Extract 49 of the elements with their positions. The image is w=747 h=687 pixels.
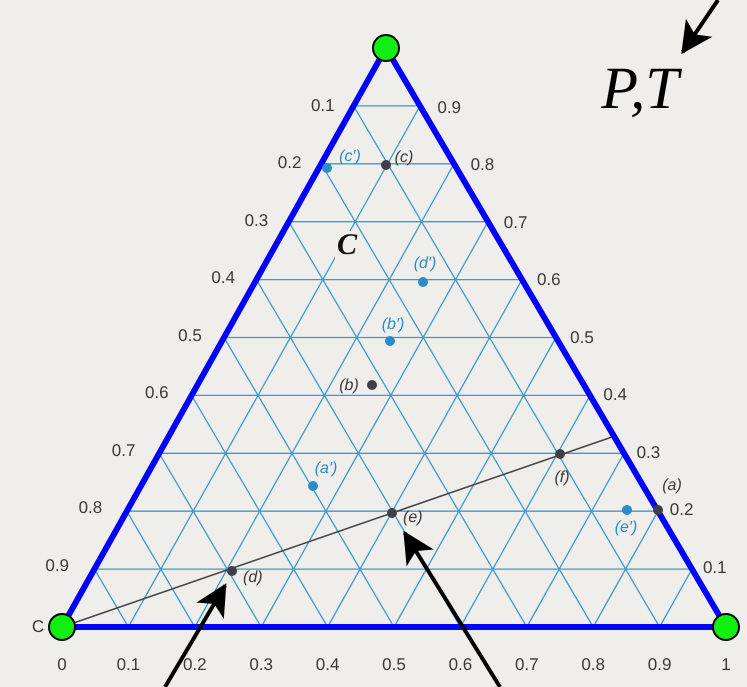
point-label: (c) — [394, 149, 414, 167]
scale-value: 0.4 — [211, 268, 235, 288]
vertex-circle — [48, 613, 76, 641]
point-label: (a) — [662, 477, 682, 495]
scale-value: 0.1 — [116, 655, 140, 675]
scale-value: 0.1 — [702, 558, 727, 578]
scale-value: 0.5 — [178, 326, 202, 346]
scale-value: 0.9 — [437, 98, 461, 118]
scale-value: 0.5 — [570, 328, 594, 348]
arrow — [163, 583, 227, 687]
scale-value: 0.4 — [316, 655, 340, 675]
scale-value: 0.6 — [144, 383, 169, 403]
scale-value: 0.8 — [581, 655, 605, 675]
vertex-circle — [372, 34, 400, 62]
point-label: (d′) — [414, 255, 436, 273]
point-label: (c′) — [339, 148, 361, 166]
region-label: C — [335, 231, 359, 259]
point-label: (e′) — [614, 519, 638, 537]
point-label: (e) — [403, 509, 423, 527]
scale-value: 0.8 — [470, 155, 494, 175]
scale-value: 0.7 — [514, 655, 539, 675]
arrow — [403, 530, 502, 687]
point-label: (f) — [554, 469, 570, 487]
scale-value: 0.2 — [278, 153, 302, 173]
point-label: (b) — [339, 377, 359, 395]
scale-value: 0.5 — [382, 655, 406, 675]
scale-value: 0.9 — [648, 655, 672, 675]
scale-value: 0.7 — [504, 212, 528, 232]
scale-value: 0.1 — [310, 96, 335, 116]
scale-value: 0 — [57, 655, 67, 675]
point-label: (b′) — [382, 316, 404, 334]
scale-value: 0.7 — [112, 440, 136, 460]
scale-value: 0.2 — [670, 500, 694, 520]
arrow — [681, 0, 720, 54]
scale-value: 0.8 — [78, 498, 102, 518]
vertex-circle — [712, 613, 740, 641]
variable-label: P,T — [570, 52, 710, 124]
vertex-label: C — [32, 617, 44, 637]
scale-value: 0.3 — [249, 655, 273, 675]
scale-value: 0.4 — [603, 385, 627, 405]
point-label: (d) — [243, 569, 263, 587]
scale-value: 1 — [721, 655, 731, 675]
scale-value: 0.2 — [182, 655, 207, 675]
scale-value: 0.6 — [448, 655, 472, 675]
scale-value: 0.3 — [244, 210, 268, 230]
scale-value: 0.9 — [45, 556, 69, 576]
scale-value: 0.6 — [536, 270, 561, 290]
point-label: (a′) — [314, 460, 338, 478]
scale-value: 0.3 — [636, 442, 660, 462]
